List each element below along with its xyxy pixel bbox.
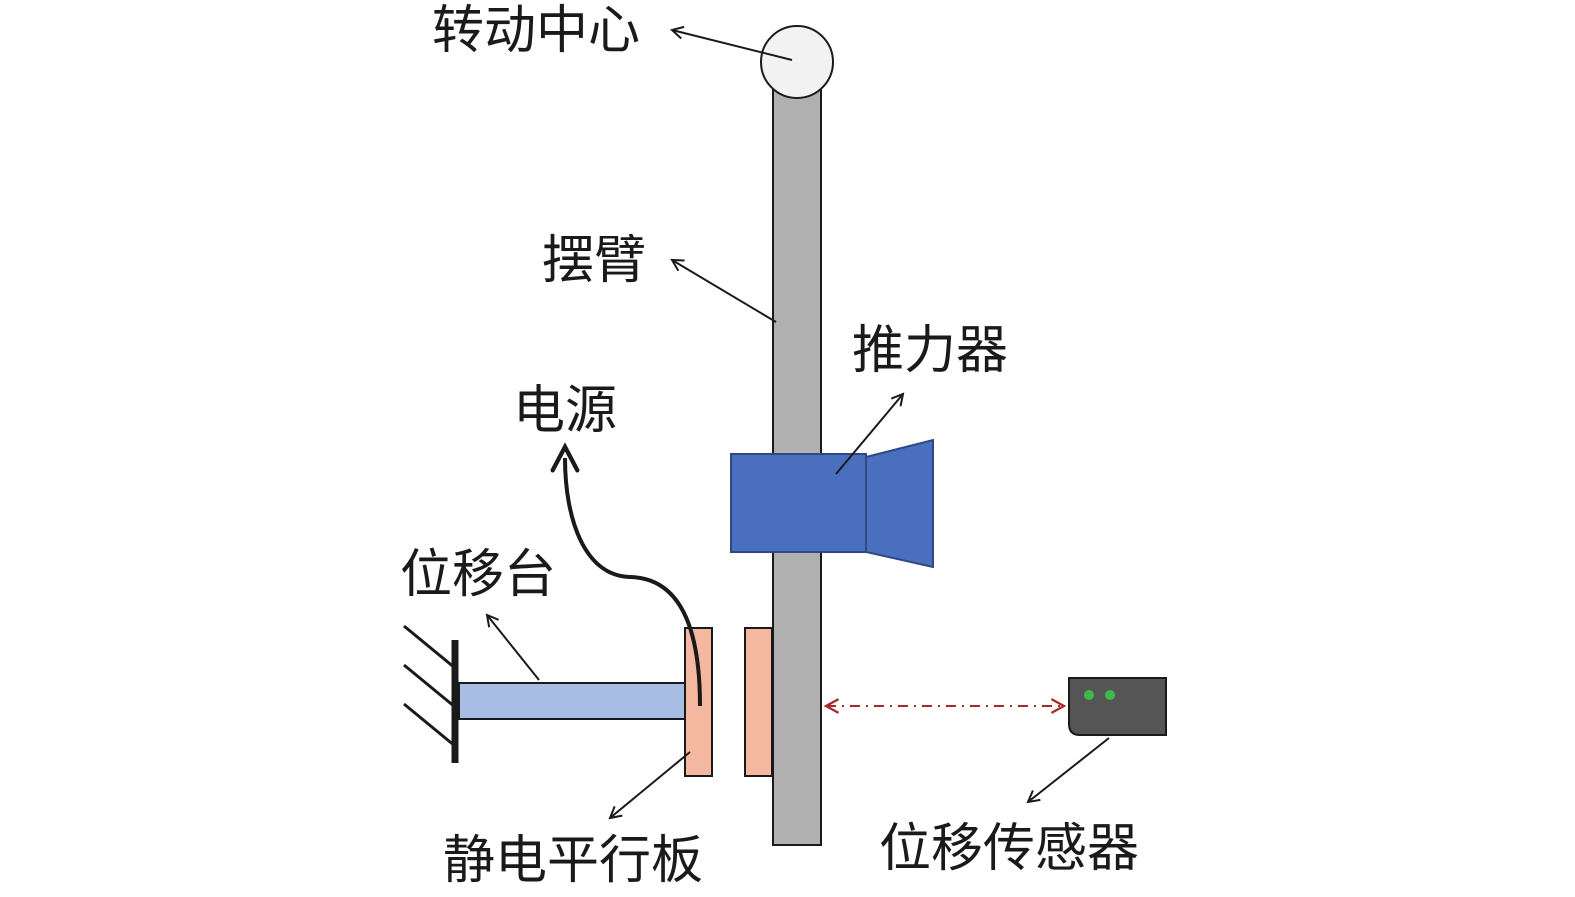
electrostatic-plate-right bbox=[744, 627, 773, 777]
leader-sensor bbox=[1028, 737, 1110, 802]
thruster-nozzle bbox=[865, 438, 934, 569]
leader-plates bbox=[610, 751, 691, 818]
label-arm: 摆臂 bbox=[542, 231, 646, 291]
fixed-wall bbox=[403, 624, 459, 763]
label-thruster: 推力器 bbox=[852, 321, 1008, 381]
sensor-led-icon bbox=[1084, 690, 1094, 700]
label-displacement-sensor: 位移传感器 bbox=[879, 819, 1139, 879]
label-power-supply: 电源 bbox=[513, 381, 617, 441]
sensor-led-icon bbox=[1105, 690, 1115, 700]
power-wire bbox=[550, 442, 702, 707]
leader-arm bbox=[672, 260, 777, 323]
thruster-body bbox=[730, 453, 867, 553]
displacement-stage-rod bbox=[458, 682, 688, 720]
rotation-center-pivot bbox=[760, 25, 834, 99]
displacement-sensor-body bbox=[1068, 677, 1167, 736]
leader-rotation-center bbox=[672, 30, 793, 61]
label-rotation-center: 转动中心 bbox=[432, 1, 640, 61]
leader-stage bbox=[487, 615, 540, 681]
label-electrostatic-plates: 静电平行板 bbox=[443, 831, 703, 891]
label-displacement-stage: 位移台 bbox=[400, 545, 556, 605]
leader-thruster bbox=[835, 394, 903, 475]
